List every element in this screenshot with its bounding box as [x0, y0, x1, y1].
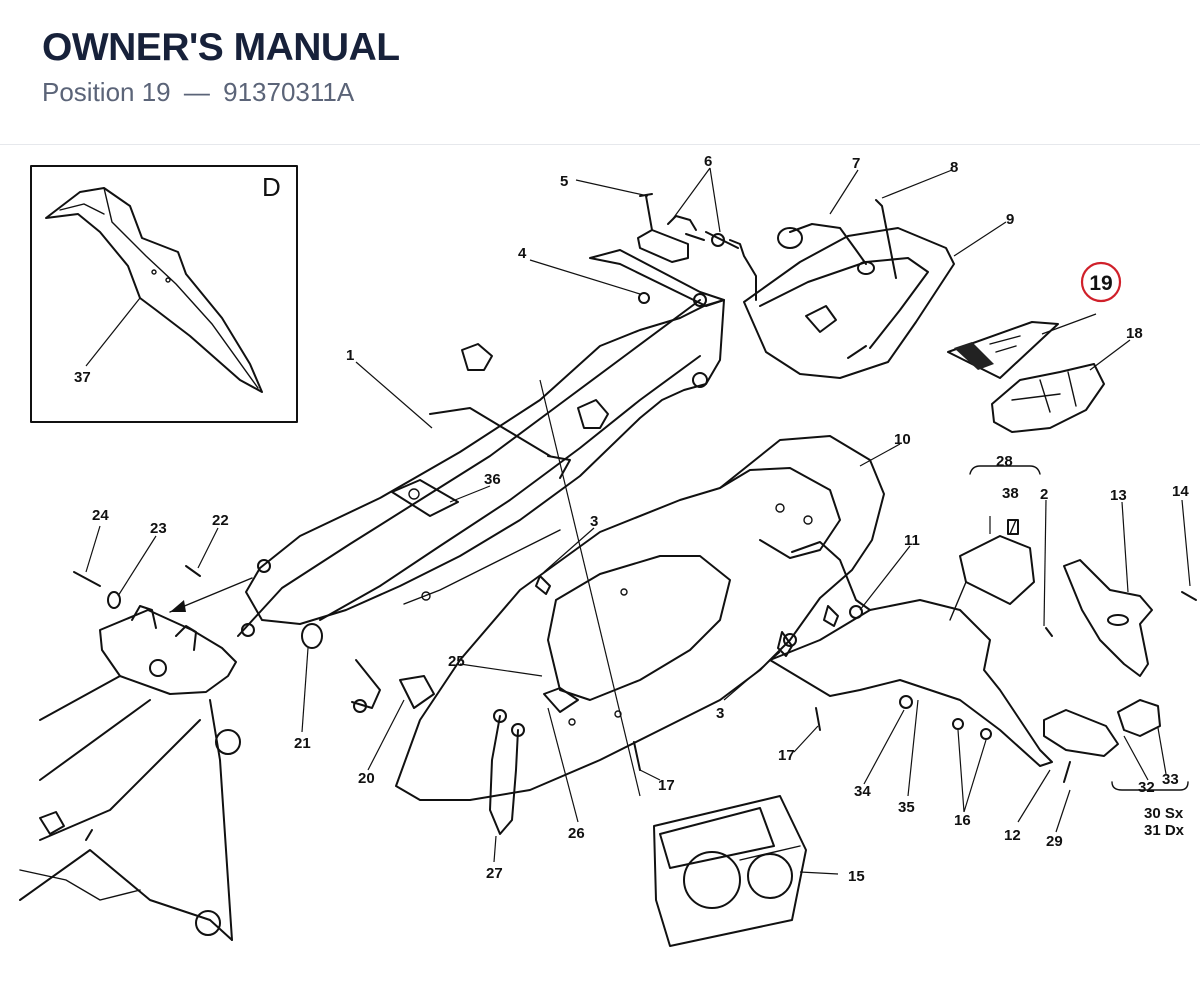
callout-1: 1 — [346, 347, 354, 364]
callout-3-lower: 3 — [716, 705, 724, 722]
callout-17-right: 17 — [778, 747, 795, 764]
callout-38: 38 — [1002, 485, 1019, 502]
callout-18: 18 — [1126, 325, 1143, 342]
highlight-position-19[interactable]: 19 — [1080, 261, 1122, 303]
callout-16: 16 — [954, 812, 971, 829]
highlight-ring — [1080, 261, 1122, 303]
callout-37: 37 — [74, 369, 91, 386]
part-number: 91370311A — [223, 77, 355, 107]
plate-bracket-13 — [1063, 559, 1197, 677]
plate-light-15 — [653, 795, 807, 947]
tail-housing-10 — [395, 435, 885, 801]
callout-2: 2 — [1040, 486, 1048, 503]
callout-26: 26 — [568, 825, 585, 842]
callout-35: 35 — [898, 799, 915, 816]
small-hardware — [73, 565, 1071, 783]
callout-15: 15 — [848, 868, 865, 885]
callout-14: 14 — [1172, 483, 1189, 500]
storage-tray-9 — [743, 199, 955, 379]
strap-27 — [489, 709, 525, 835]
owners-manual-19 — [947, 321, 1059, 379]
rear-subframe — [237, 249, 725, 637]
callout-8: 8 — [950, 159, 958, 176]
page-subtitle: Position 19 — 91370311A — [42, 77, 354, 108]
callout-33: 33 — [1162, 771, 1179, 788]
front-frame-part — [19, 605, 241, 941]
detail-label: D — [262, 172, 281, 202]
turn-signal-30-31 — [1043, 699, 1161, 757]
callout-20: 20 — [358, 770, 375, 787]
subtitle-separator: — — [183, 77, 210, 107]
callout-29: 29 — [1046, 833, 1063, 850]
callout-23: 23 — [150, 520, 167, 537]
callout-30: 30 Sx — [1144, 805, 1184, 822]
callout-4: 4 — [518, 245, 527, 262]
callout-13: 13 — [1110, 487, 1127, 504]
callout-27: 27 — [486, 865, 503, 882]
callout-22: 22 — [212, 512, 229, 529]
callout-17-left: 17 — [658, 777, 675, 794]
callout-24: 24 — [92, 507, 109, 524]
callout-9: 9 — [1006, 211, 1014, 228]
position-label: Position 19 — [42, 77, 171, 107]
plate-holder-12 — [769, 541, 1053, 767]
callout-32: 32 — [1138, 779, 1155, 796]
page-header: OWNER'S MANUAL Position 19 — 91370311A — [0, 0, 1200, 145]
page-title: OWNER'S MANUAL — [42, 26, 400, 69]
detail-box-d: D — [30, 165, 298, 423]
exploded-parts-diagram: D — [19, 153, 1197, 947]
callout-36: 36 — [484, 471, 501, 488]
callout-31: 31 Dx — [1144, 822, 1185, 839]
callout-28: 28 — [996, 453, 1013, 470]
tool-pouch-18 — [991, 363, 1105, 433]
callout-7: 7 — [852, 155, 860, 172]
callout-25: 25 — [448, 653, 465, 670]
callout-10: 10 — [894, 431, 911, 448]
callout-numbers: 5 6 7 8 9 4 1 18 37 10 28 36 38 2 13 14 … — [74, 153, 1189, 885]
callout-3-upper: 3 — [590, 513, 598, 530]
callout-21: 21 — [294, 735, 311, 752]
callout-5: 5 — [560, 173, 568, 190]
callout-34: 34 — [854, 783, 871, 800]
callout-6: 6 — [704, 153, 712, 170]
bracket-parts-4-5-6 — [637, 193, 757, 304]
callout-11: 11 — [904, 532, 920, 549]
electrical-box-28 — [949, 519, 1035, 621]
callout-12: 12 — [1004, 827, 1021, 844]
leader-lines — [85, 167, 1191, 875]
callout-19: 19 — [1089, 272, 1112, 295]
label-plate-36 — [391, 479, 459, 517]
